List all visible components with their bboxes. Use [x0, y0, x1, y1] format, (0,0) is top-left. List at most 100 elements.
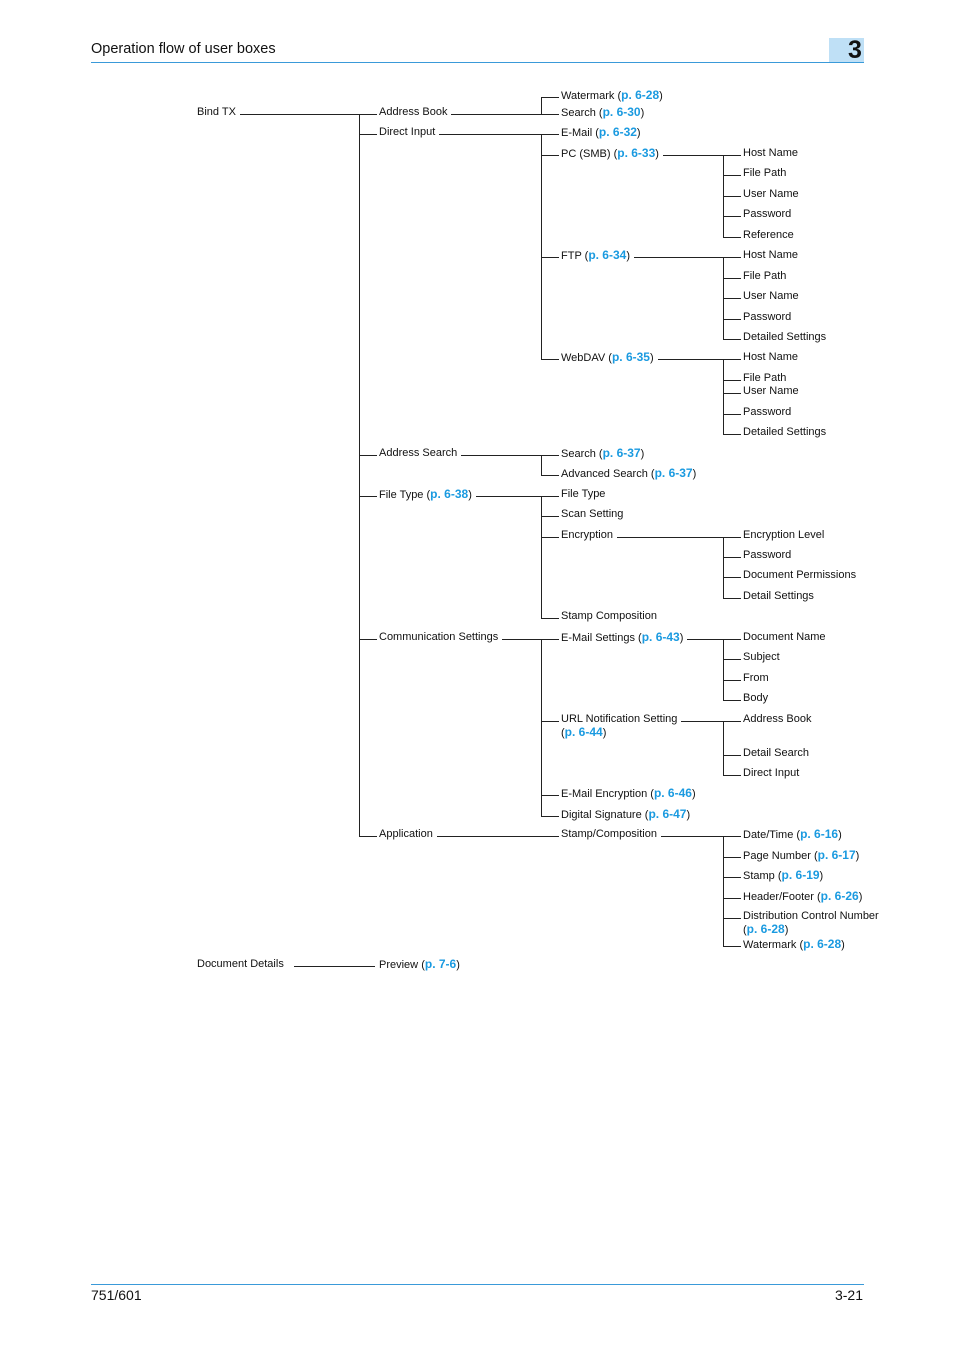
node-label: Date/Time [743, 829, 794, 841]
page-reference-link[interactable]: p. 6-16 [800, 827, 839, 841]
connector-line [541, 114, 559, 115]
page-reference-link[interactable]: p. 6-17 [817, 848, 856, 862]
node-label: Password [743, 208, 792, 220]
page-reference-link[interactable]: p. 6-38 [430, 487, 469, 501]
tree-node: From [743, 672, 769, 685]
footer-model: 751/601 [91, 1287, 142, 1303]
connector-line [723, 918, 741, 919]
node-label: Detailed Settings [743, 426, 827, 438]
tree-node: Stamp/Composition [561, 828, 657, 841]
tree-node: User Name [743, 188, 799, 201]
connector-line [634, 257, 739, 258]
page-reference-link[interactable]: p. 6-37 [602, 446, 641, 460]
node-label: Password [743, 406, 792, 418]
tree-node: Watermark (p. 6-28) [743, 937, 845, 952]
tree-node: Address Book [743, 713, 811, 726]
connector-line [723, 598, 741, 599]
node-label: Detailed Settings [743, 331, 827, 343]
node-label: Page Number [743, 850, 811, 862]
node-label: Document Details [197, 958, 284, 970]
node-label: Subject [743, 651, 780, 663]
tree-node: Password [743, 406, 791, 419]
footer-rule [91, 1284, 864, 1285]
connector-line [541, 639, 559, 640]
node-label: Password [743, 311, 792, 323]
connector-line [657, 359, 739, 360]
tree-node: Stamp Composition [561, 610, 657, 623]
node-label: User Name [743, 188, 799, 200]
node-label: Header/Footer [743, 891, 814, 903]
node-label: Digital Signature [561, 809, 642, 821]
tree-node: E-Mail Encryption (p. 6-46) [561, 786, 696, 801]
page-reference-link[interactable]: p. 6-28 [621, 88, 660, 102]
node-label: E-Mail [561, 127, 593, 139]
page-reference-link[interactable]: p. 6-35 [611, 350, 650, 364]
page-reference-link[interactable]: p. 6-19 [781, 868, 820, 882]
node-label: Communication Settings [379, 631, 499, 643]
tree-node: Password [743, 549, 791, 562]
tree-node: Detail Settings [743, 590, 814, 603]
connector-line [723, 898, 741, 899]
connector-line [541, 721, 559, 722]
tree-node: URL Notification Setting(p. 6-44) [561, 713, 678, 739]
page-reference-link[interactable]: p. 6-33 [617, 146, 656, 160]
connector-line [541, 359, 559, 360]
tree-node: E-Mail Settings (p. 6-43) [561, 630, 684, 645]
tree-node: Address Search [379, 447, 457, 460]
connector-line [461, 455, 557, 456]
page-reference-link[interactable]: p. 6-44 [564, 725, 603, 739]
page-reference-link[interactable]: p. 6-28 [746, 922, 785, 936]
node-label: File Type [379, 489, 424, 501]
tree-node: Bind TX [197, 106, 236, 119]
connector-line [541, 134, 542, 359]
connector-line [723, 359, 724, 434]
page-reference-link[interactable]: p. 6-30 [602, 105, 641, 119]
node-label: Distribution Control Number [743, 910, 879, 922]
page-reference-link[interactable]: p. 6-37 [654, 466, 693, 480]
connector-line [723, 257, 741, 258]
connector-line [723, 577, 741, 578]
connector-line [541, 836, 559, 837]
connector-line [723, 237, 741, 238]
tree-node: Host Name [743, 147, 798, 160]
node-label: Address Book [743, 713, 812, 725]
connector-line [359, 114, 360, 836]
tree-node: Page Number (p. 6-17) [743, 848, 860, 863]
node-label: FTP [561, 250, 582, 262]
connector-line [723, 339, 741, 340]
page-reference-link[interactable]: p. 6-46 [653, 786, 692, 800]
connector-line [541, 795, 559, 796]
connector-line [661, 836, 739, 837]
connector-line [662, 155, 739, 156]
node-label: E-Mail Encryption [561, 788, 648, 800]
connector-line [723, 216, 741, 217]
page-reference-link[interactable]: p. 6-47 [648, 807, 687, 821]
page-reference-link[interactable]: p. 6-28 [803, 937, 842, 951]
node-label: Address Book [379, 106, 448, 118]
node-label: Body [743, 692, 769, 704]
connector-line [723, 755, 741, 756]
connector-line [723, 639, 741, 640]
page-reference-link[interactable]: p. 6-26 [820, 889, 859, 903]
page-reference-link[interactable]: p. 7-6 [424, 957, 457, 971]
tree-node: User Name [743, 385, 799, 398]
tree-node: User Name [743, 290, 799, 303]
connector-line [723, 380, 741, 381]
connector-line [723, 537, 724, 598]
page-reference-link[interactable]: p. 6-43 [641, 630, 680, 644]
tree-node: Encryption Level [743, 529, 824, 542]
node-label: Reference [743, 229, 794, 241]
connector-line [723, 721, 741, 722]
connector-line [541, 97, 542, 114]
tree-node: Document Permissions [743, 569, 856, 582]
node-label: Stamp/Composition [561, 828, 657, 840]
connector-line [541, 496, 542, 618]
page-reference-link[interactable]: p. 6-32 [598, 125, 637, 139]
page-reference-link[interactable]: p. 6-34 [588, 248, 627, 262]
node-label: Scan Setting [561, 508, 624, 520]
tree-node: Watermark (p. 6-28) [561, 88, 663, 103]
node-label: Stamp Composition [561, 610, 657, 622]
node-label: Advanced Search [561, 468, 648, 480]
connector-line [541, 475, 559, 476]
